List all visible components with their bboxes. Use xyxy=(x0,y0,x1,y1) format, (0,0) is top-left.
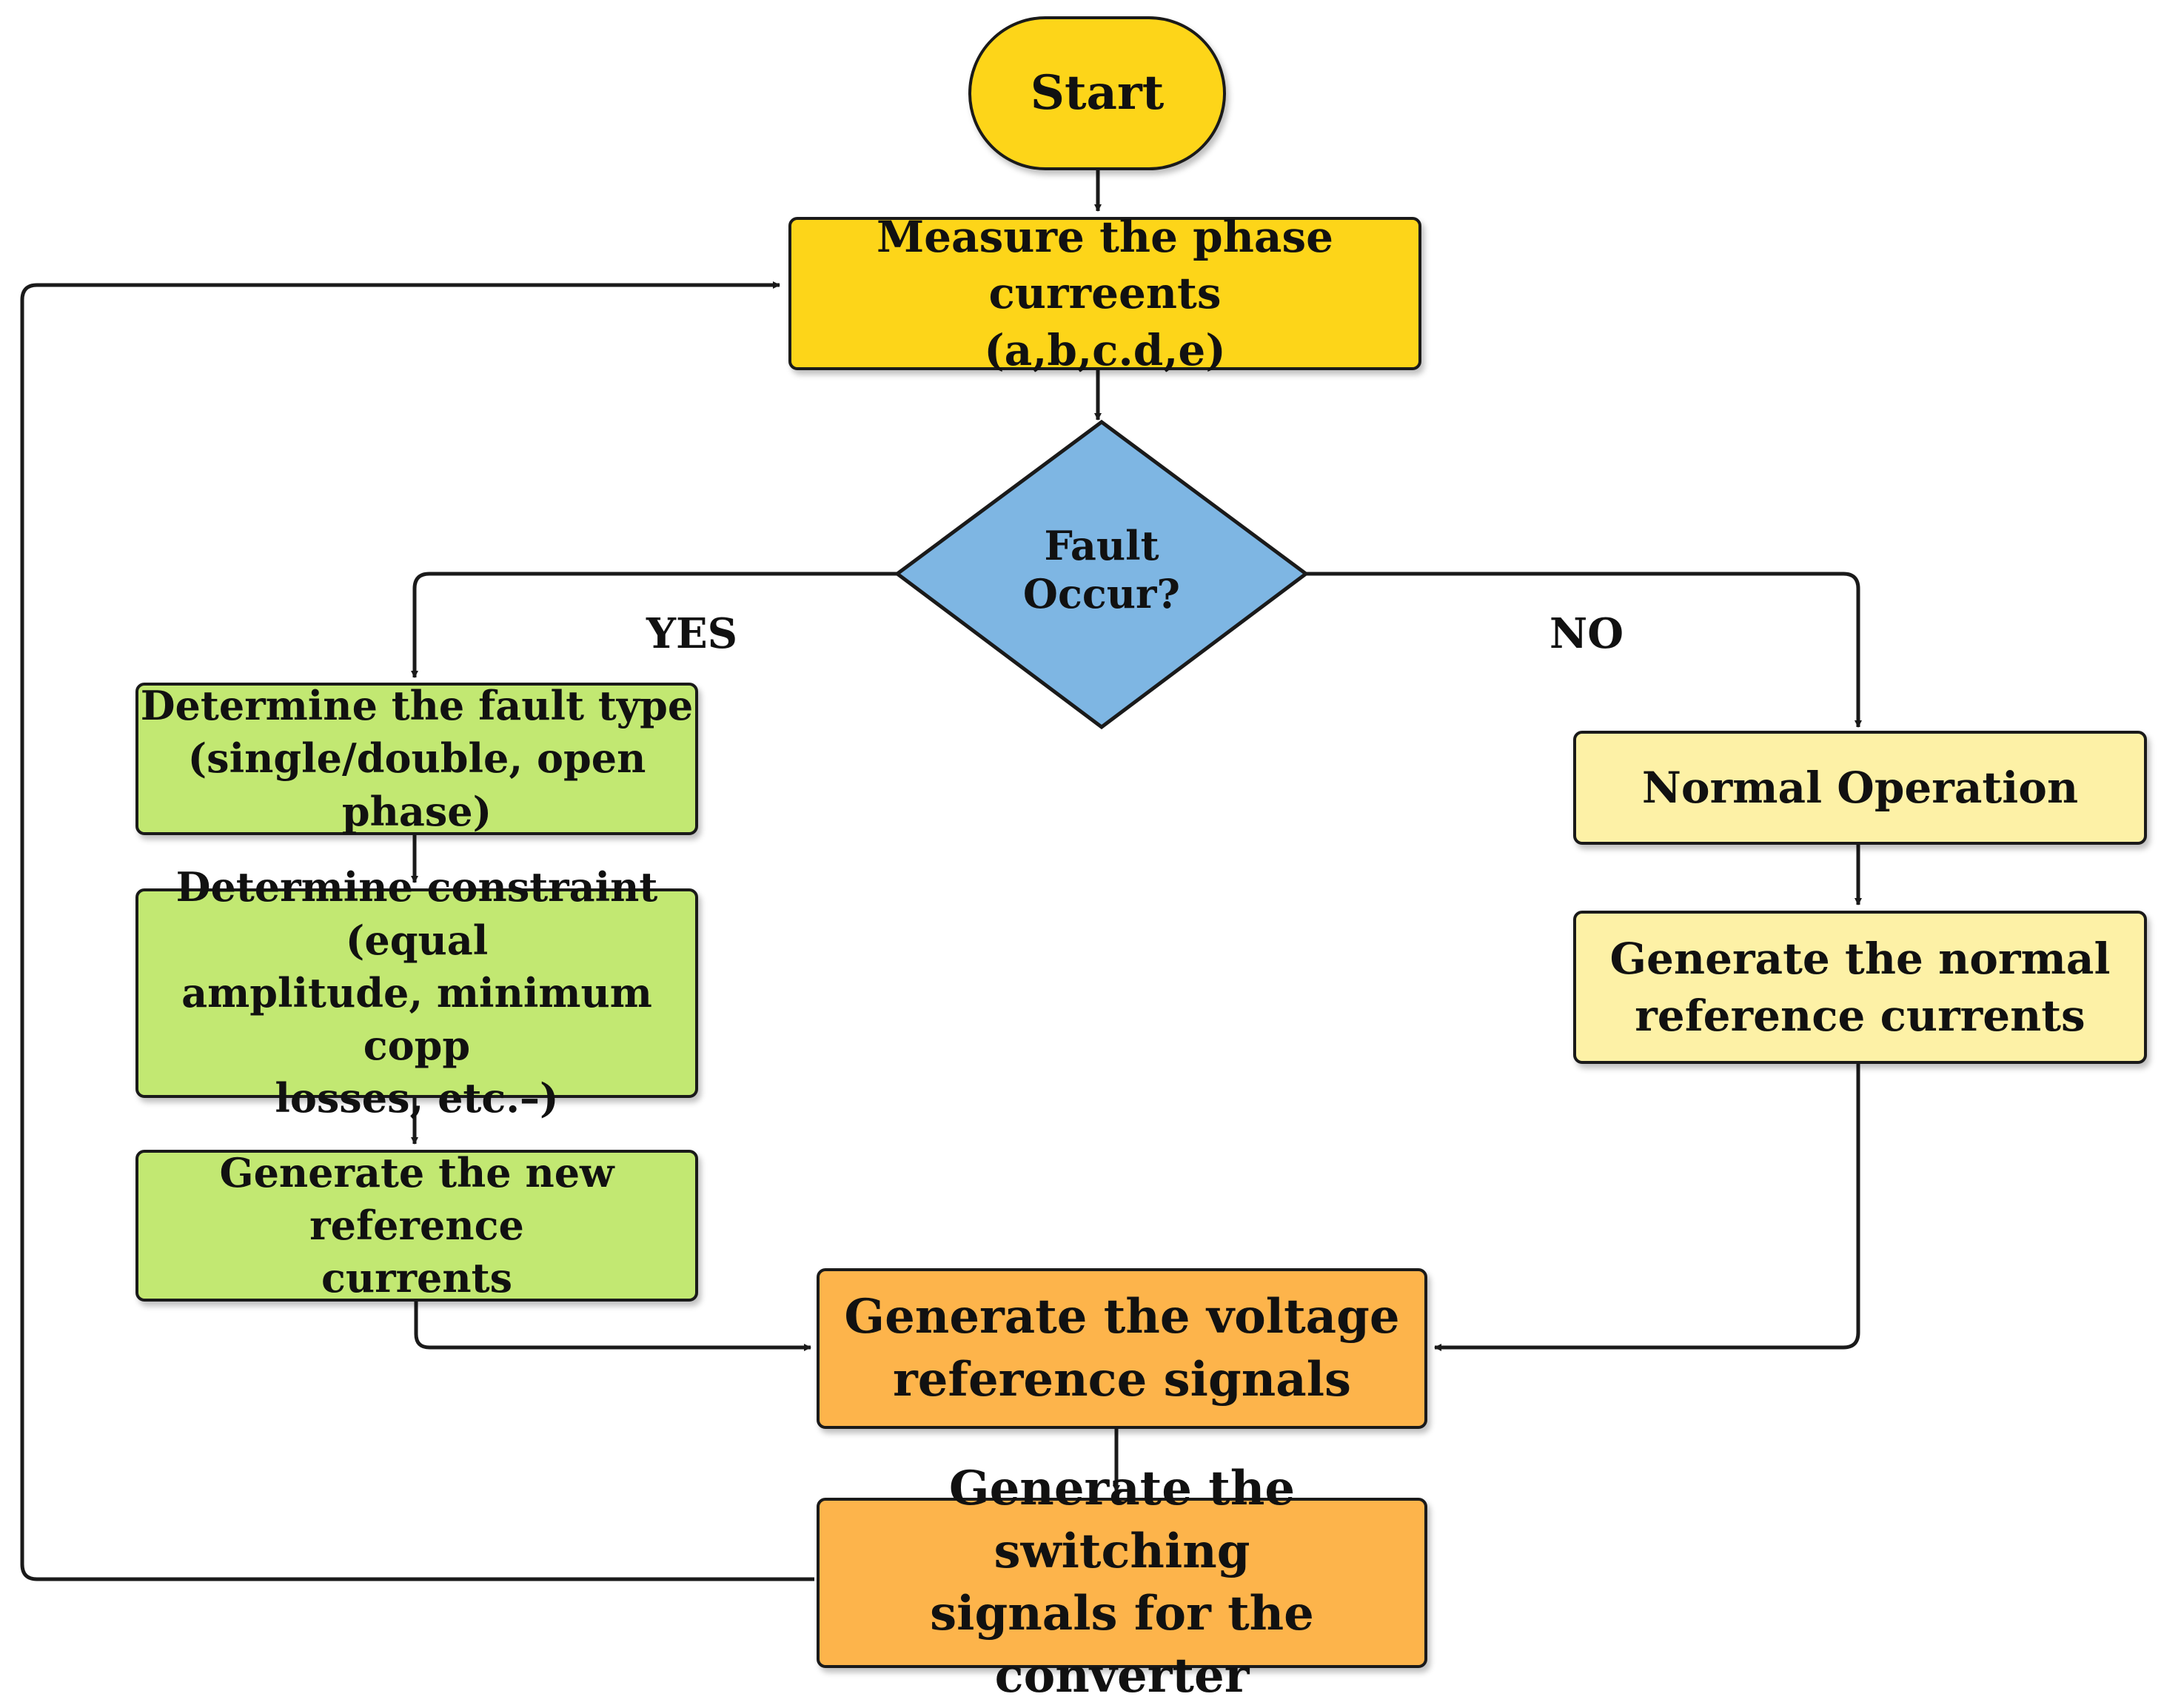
new-reference-label: Generate the new reference currents xyxy=(219,1148,614,1302)
constraint-label: Determine constraint (equal amplitude, m… xyxy=(175,863,658,1122)
start-node: Start xyxy=(968,16,1226,170)
yes-branch-label: YES xyxy=(646,609,738,658)
voltage-reference-label: Generate the voltage reference signals xyxy=(844,1289,1400,1407)
edge-decision-yes xyxy=(411,572,897,678)
edge-feedback-loop xyxy=(20,281,814,1581)
normal-operation-node: Normal Operation xyxy=(1573,731,2147,845)
generate-voltage-reference-node: Generate the voltage reference signals xyxy=(817,1268,1427,1429)
measure-phase-currents-node: Measure the phase curreents (a,b,c.d,e) xyxy=(788,212,1421,375)
edge-normal-ref-to-voltage-ref xyxy=(1434,1064,1860,1351)
edge-new-ref-to-voltage-ref xyxy=(414,1302,811,1351)
edge-decision-no xyxy=(1304,572,1862,728)
fault-type-label: Determine the fault type (single/double,… xyxy=(140,682,694,835)
start-label: Start xyxy=(1030,64,1165,121)
generate-switching-signals-node: Generate the switching signals for the c… xyxy=(817,1461,1427,1704)
decision-diamond xyxy=(894,419,1310,730)
determine-fault-type-node: Determine the fault type (single/double,… xyxy=(135,682,698,835)
generate-new-reference-node: Generate the new reference currents xyxy=(135,1148,698,1302)
normal-reference-label: Generate the normal reference currents xyxy=(1609,933,2111,1041)
switching-signals-label: Generate the switching signals for the c… xyxy=(930,1461,1314,1704)
decision-label-box: Fault Occur? xyxy=(962,518,1241,622)
normal-operation-label: Normal Operation xyxy=(1641,762,2079,813)
determine-constraint-node: Determine constraint (equal amplitude, m… xyxy=(135,863,698,1122)
no-branch-label: NO xyxy=(1549,609,1624,658)
generate-normal-reference-node: Generate the normal reference currents xyxy=(1573,911,2147,1064)
decision-label: Fault Occur? xyxy=(1022,522,1181,617)
measure-label: Measure the phase curreents (a,b,c.d,e) xyxy=(876,211,1334,375)
